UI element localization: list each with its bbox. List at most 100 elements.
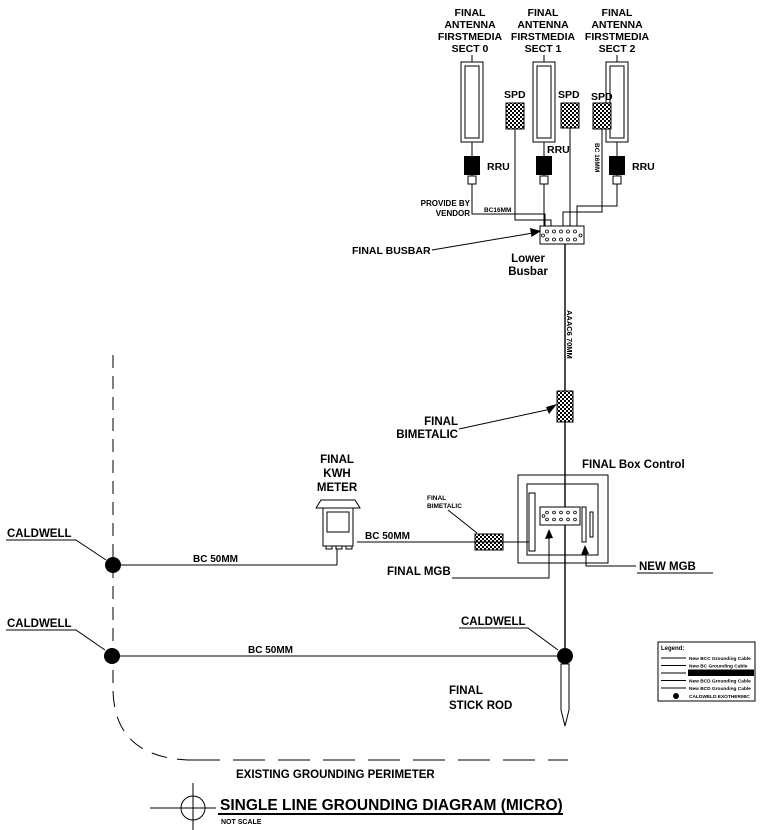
- spd3-label: SPD: [591, 91, 613, 103]
- antenna0-body-inner: [464, 65, 480, 139]
- final-mgb-leader: [452, 534, 550, 579]
- spd-units: SPD SPD SPD: [504, 89, 613, 130]
- kwh-meter-label-line2: KWH: [323, 468, 350, 480]
- title-block: SINGLE LINE GROUNDING DIAGRAM (MICRO) NO…: [150, 783, 563, 830]
- antenna2-label-line4: SECT 2: [599, 43, 636, 55]
- stick-rod: FINAL STICK ROD: [449, 663, 570, 727]
- box-control-right-rail: [581, 506, 587, 543]
- bc16mm-horizontal-label: BC16MM: [484, 207, 511, 214]
- spd1-label: SPD: [504, 89, 526, 101]
- antenna0-label-line2: ANTENNA: [444, 19, 496, 31]
- lower-busbar-bar: [539, 225, 585, 245]
- caldwell3-leader: [459, 627, 559, 651]
- bc50mm-row1-label: BC 50MM: [193, 554, 238, 565]
- new-mgb-arrow: [581, 545, 589, 555]
- antenna-sector-1: FINAL ANTENNA FIRSTMEDIA SECT 1 RRU: [511, 7, 576, 226]
- bimetalic-upper-label-line1: FINAL: [424, 416, 458, 428]
- antenna-sector-0: FINAL ANTENNA FIRSTMEDIA SECT 0 RRU: [438, 7, 510, 214]
- final-mgb-label: FINAL MGB: [387, 566, 451, 578]
- kwh-meter-label-line1: FINAL: [320, 454, 354, 466]
- antenna2-rru-unit: [609, 156, 625, 175]
- spd1-unit: [505, 102, 525, 130]
- legend: Legend: New BCC Grounding Cable New BC G…: [657, 641, 756, 702]
- new-mgb-label: NEW MGB: [639, 561, 696, 573]
- antenna2-body-inner: [609, 65, 625, 139]
- antenna0-body: [460, 61, 484, 143]
- stick-rod-label-line2: STICK ROD: [449, 700, 512, 712]
- antenna1-rru-label: RRU: [547, 144, 570, 156]
- spd3-unit: [592, 102, 612, 130]
- ground-runs: BC 50MM BC 50MM: [112, 355, 568, 761]
- caldwell2-label: CALDWELL: [7, 618, 72, 630]
- antenna1-label-line2: ANTENNA: [517, 19, 569, 31]
- antenna2-label-line2: ANTENNA: [591, 19, 643, 31]
- antenna2-label-line3: FIRSTMEDIA: [585, 31, 650, 43]
- lower-busbar-name-line2: Busbar: [508, 266, 548, 278]
- spd2-unit: [560, 102, 580, 129]
- box-control-right-bracket: [589, 511, 594, 538]
- wire-spd3: [562, 129, 603, 226]
- legend-item-3-bar: [688, 669, 754, 676]
- stick-rod-label-line1: FINAL: [449, 685, 483, 697]
- antenna1-label-line1: FINAL: [528, 7, 559, 19]
- existing-perimeter-label: EXISTING GROUNDING PERIMETER: [236, 769, 435, 781]
- antenna0-rru-unit: [464, 156, 480, 175]
- legend-symbol-dot-6: [673, 693, 679, 699]
- antenna1-label-line3: FIRSTMEDIA: [511, 31, 576, 43]
- legend-item-4: New BCD Grounding Cable: [689, 679, 751, 685]
- mgb-callouts: FINAL MGB NEW MGB: [387, 529, 713, 579]
- legend-item-2: New BC Grounding Cable: [689, 664, 748, 670]
- final-busbar-label: FINAL BUSBAR: [352, 245, 431, 257]
- bimetalic-small-leader: [447, 509, 478, 534]
- antenna0-label-line3: FIRSTMEDIA: [438, 31, 503, 43]
- bc50mm-meter-label: BC 50MM: [365, 531, 410, 542]
- box-control-inner-frame: [526, 483, 599, 556]
- antenna0-label-line4: SECT 0: [452, 43, 489, 55]
- wire-rru2: [576, 184, 618, 226]
- final-busbar-leader: [431, 232, 534, 251]
- caldwell3-weld: [557, 648, 573, 664]
- caldwell3-label: CALDWELL: [461, 616, 526, 628]
- stick-rod-shape: [560, 663, 570, 727]
- spd2-label: SPD: [558, 89, 580, 101]
- antenna2-label-line1: FINAL: [602, 7, 633, 19]
- box-control-mgb-bar: [539, 506, 581, 526]
- legend-item-1: New BCC Grounding Cable: [689, 656, 751, 662]
- bimetalic-upper-arrow: [546, 404, 557, 414]
- bc50mm-row2-label: BC 50MM: [248, 645, 293, 656]
- caldwell1-weld: [105, 557, 121, 573]
- scale-note: NOT SCALE: [221, 819, 262, 826]
- new-mgb-leader: [585, 550, 636, 567]
- bimetalic-upper-label-line2: BIMETALIC: [396, 429, 458, 441]
- bimetalic-small-label-line1: FINAL: [427, 495, 446, 502]
- box-control: FINAL Box Control: [517, 459, 685, 564]
- caldwell-points: CALDWELL CALDWELL CALDWELL: [6, 528, 573, 664]
- antenna0-label-line1: FINAL: [455, 7, 486, 19]
- lower-busbar: FINAL BUSBAR Lower Busbar: [352, 225, 585, 278]
- antenna1-rru-connector: [539, 175, 549, 185]
- box-control-title: FINAL Box Control: [582, 459, 685, 471]
- grounding-wires: [471, 128, 618, 226]
- provide-by-vendor-line1: PROVIDE BY: [421, 199, 471, 208]
- bimetalic-upper: FINAL BIMETALIC: [396, 390, 574, 441]
- kwh-meter: FINAL KWH METER: [315, 454, 361, 565]
- final-mgb-arrow: [545, 529, 553, 539]
- wire-spd1: [514, 129, 552, 226]
- kwh-meter-cap: [315, 499, 361, 509]
- antenna2-rru-label: RRU: [632, 161, 655, 173]
- aaac-cable-label: AAAC6 70MM: [565, 310, 574, 359]
- caldwell2-leader: [6, 629, 106, 651]
- kwh-meter-body: [322, 507, 354, 547]
- antenna0-rru-label: RRU: [487, 161, 510, 173]
- antenna2-rru-connector: [612, 175, 622, 185]
- lower-busbar-name-line1: Lower: [511, 253, 545, 265]
- legend-title: Legend:: [661, 646, 684, 652]
- antenna1-body-inner: [536, 65, 552, 139]
- perimeter-dashed-curve: [112, 690, 189, 761]
- legend-item-5: New BCD Grounding Cable: [689, 686, 751, 692]
- box-control-outer: [517, 474, 609, 564]
- bimetalic-upper-leader: [458, 408, 552, 430]
- legend-item-6: CALDWELD EXOTHERMIC: [689, 694, 750, 700]
